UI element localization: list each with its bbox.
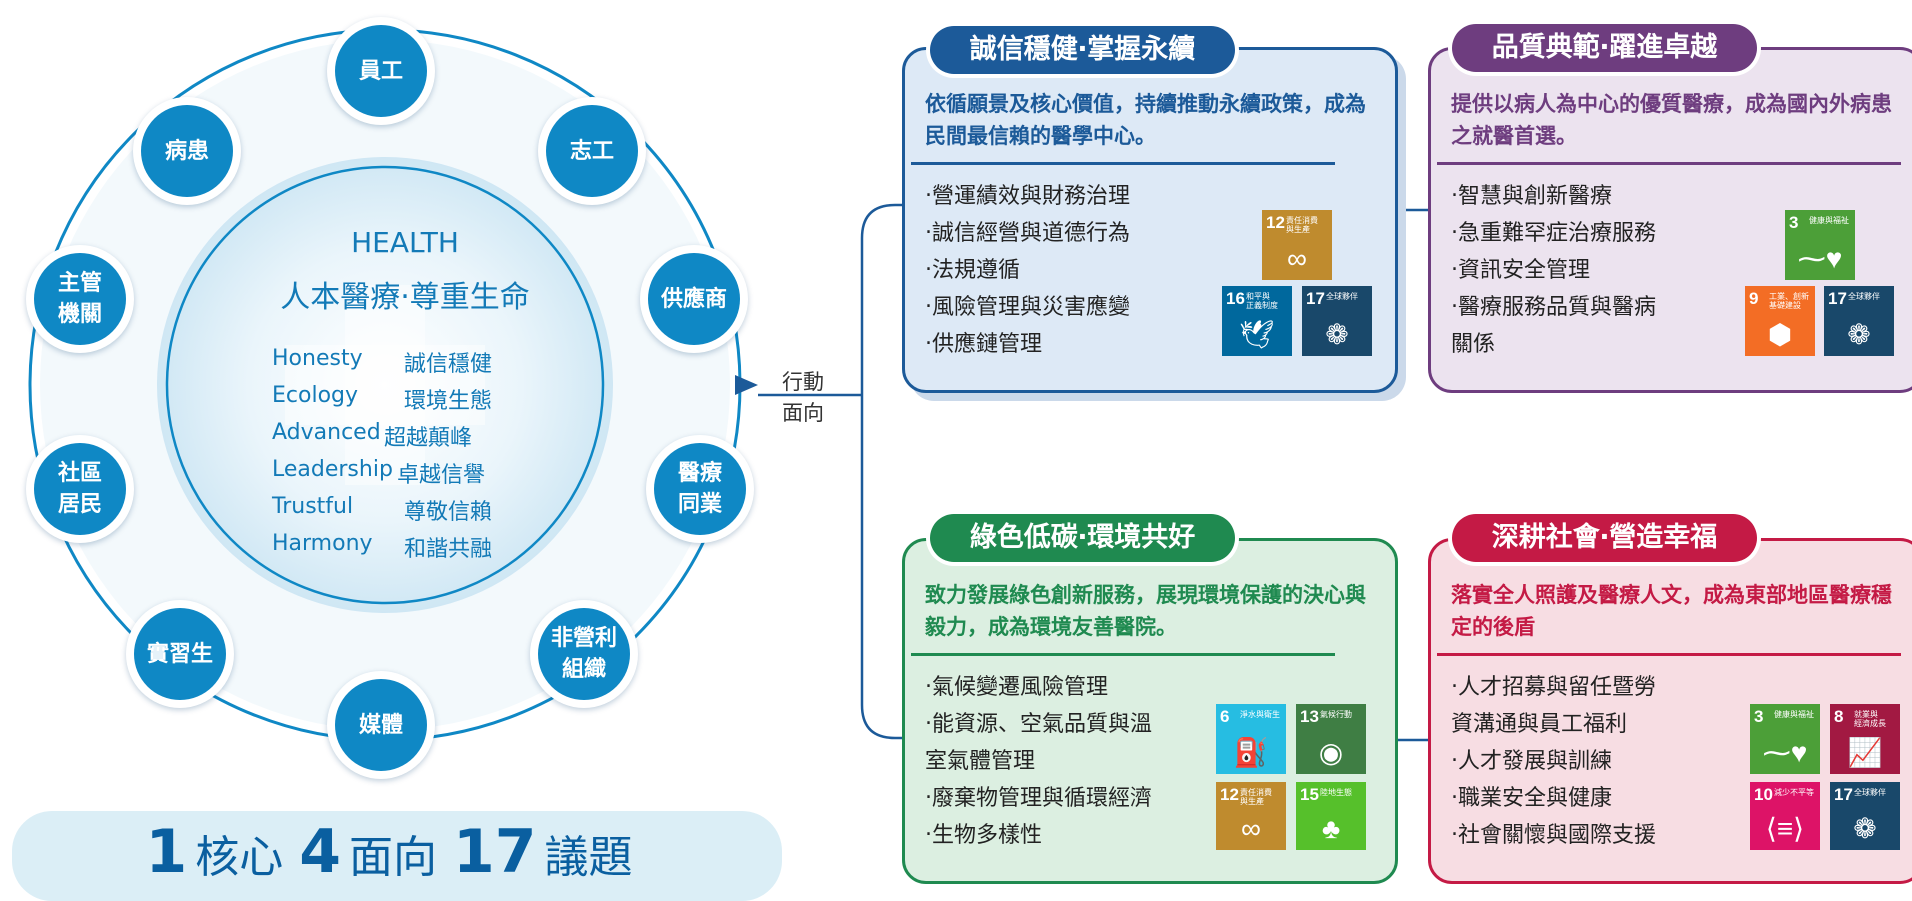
card-tag-integrity: 誠信穩健‧掌握永續: [930, 26, 1235, 74]
value-zh: 和諧共融: [404, 537, 493, 562]
inner-ring: [165, 165, 605, 605]
value-en: Trustful: [272, 494, 354, 519]
inner-disk: [157, 157, 613, 613]
card-description: 落實全人照護及醫療人文，成為東部地區醫療穩定的後盾: [1451, 583, 1892, 639]
action-label: 行動 面向: [782, 370, 824, 425]
stakeholder-patients: 病患: [133, 97, 241, 205]
card-items: ‧智慧與創新醫療 ‧急重難罕症治療服務 ‧資訊安全管理 ‧醫療服務品質與醫病 關…: [1451, 184, 1656, 357]
bracket-left: [860, 203, 896, 740]
core-title: HEALTH: [351, 226, 459, 259]
stakeholder-authorities: 主管 機關: [26, 245, 134, 353]
stakeholder-community: 社區 居民: [26, 435, 134, 543]
stakeholder-volunteers: 志工: [538, 97, 646, 205]
card-tag-green: 綠色低碳‧環境共好: [930, 514, 1235, 562]
value-zh: 環境生態: [404, 389, 493, 414]
stakeholder-interns: 實習生: [126, 600, 234, 708]
value-en: Leadership: [272, 457, 393, 482]
stakeholder-medical-peers: 醫療 同業: [646, 435, 754, 543]
card-description: 致力發展綠色創新服務，展現環境保護的決心與毅力，成為環境友善醫院。: [925, 583, 1366, 639]
card-tag-quality: 品質典範‧躍進卓越: [1452, 24, 1757, 72]
value-zh: 尊敬信賴: [404, 500, 493, 525]
value-zh: 超越顛峰: [384, 426, 473, 451]
stakeholder-suppliers: 供應商: [640, 245, 748, 353]
card-items: ‧人才招募與留任暨勞 資溝通與員工福利 ‧人才發展與訓練 ‧職業安全與健康 ‧社…: [1451, 675, 1656, 848]
card-description: 提供以病人為中心的優質醫療，成為國內外病患之就醫首選。: [1451, 92, 1892, 148]
value-en: Ecology: [272, 383, 359, 408]
value-zh: 卓越信譽: [397, 463, 486, 488]
faint-cross-v: [345, 285, 425, 485]
card-items: ‧營運績效與財務治理 ‧誠信經營與道德行為 ‧法規遵循 ‧風險管理與災害應變 ‧…: [925, 184, 1130, 357]
value-en: Advanced: [272, 420, 381, 445]
ring-arrow: [735, 375, 758, 395]
value-en: Honesty: [272, 346, 363, 371]
card-tag-society: 深耕社會‧營造幸福: [1452, 514, 1757, 562]
value-zh: 誠信穩健: [404, 352, 493, 377]
stakeholder-media: 媒體: [327, 671, 435, 779]
diagram-background: [28, 28, 1428, 742]
stakeholder-employees: 員工: [327, 17, 435, 125]
card-description: 依循願景及核心價值，持續推動永續政策，成為民間最信賴的醫學中心。: [925, 92, 1366, 148]
core-subtitle: 人本醫療‧尊重生命: [280, 280, 530, 315]
value-en: Harmony: [272, 531, 373, 556]
card-items: ‧氣候變遷風險管理 ‧能資源、空氣品質與溫 室氣體管理 ‧廢棄物管理與循環經濟 …: [925, 675, 1152, 848]
stakeholder-nonprofits: 非營利 組織: [530, 600, 638, 708]
faint-cross-h: [285, 345, 485, 425]
